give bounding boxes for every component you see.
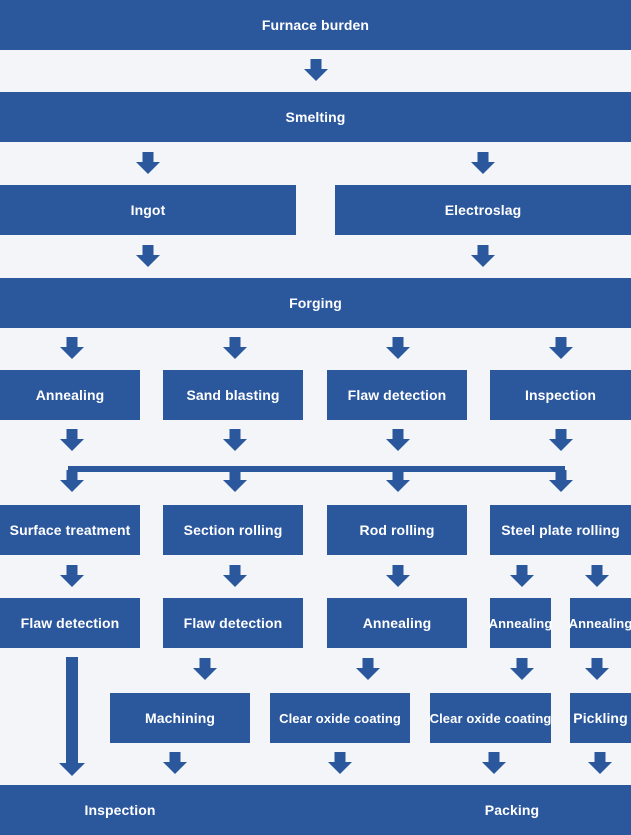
step-label: Surface treatment bbox=[9, 522, 131, 538]
arrow-down-icon bbox=[60, 429, 84, 451]
arrow-down-icon bbox=[585, 658, 609, 680]
arrow-down-icon bbox=[60, 337, 84, 359]
step-smelting: Smelting bbox=[0, 92, 631, 142]
step-annealing: Annealing bbox=[568, 598, 631, 648]
step-label: Electroslag bbox=[444, 202, 522, 218]
step-packing: Packing bbox=[484, 802, 540, 818]
arrow-down-icon bbox=[386, 429, 410, 451]
step-label: Clear oxide coating bbox=[429, 710, 552, 726]
step-label: Rod rolling bbox=[359, 522, 435, 538]
step-label: Inspection bbox=[524, 387, 596, 403]
step-label: Annealing bbox=[35, 387, 105, 403]
arrow-down-icon bbox=[585, 565, 609, 587]
step-surface-treatment: Surface treatment bbox=[0, 505, 140, 555]
step-annealing: Annealing bbox=[0, 370, 140, 420]
arrow-down-icon bbox=[223, 565, 247, 587]
step-inspection: Inspection bbox=[490, 370, 631, 420]
step-label: Furnace burden bbox=[261, 17, 370, 33]
step-label: Clear oxide coating bbox=[279, 710, 401, 726]
arrow-down-icon bbox=[482, 752, 506, 774]
arrow-down-icon bbox=[60, 565, 84, 587]
step-sand-blasting: Sand blasting bbox=[163, 370, 303, 420]
arrow-down-icon bbox=[304, 59, 328, 81]
step-annealing: Annealing bbox=[488, 598, 553, 648]
step-label: Machining bbox=[144, 710, 216, 726]
step-label: Sand blasting bbox=[186, 387, 280, 403]
arrow-down-icon bbox=[223, 337, 247, 359]
step-flaw-detection: Flaw detection bbox=[0, 598, 140, 648]
arrow-down-icon bbox=[510, 565, 534, 587]
arrow-down-icon bbox=[59, 763, 85, 776]
step-machining: Machining bbox=[110, 693, 250, 743]
arrow-down-icon bbox=[588, 752, 612, 774]
long-connector-line bbox=[66, 657, 78, 763]
step-pickling: Pickling bbox=[570, 693, 631, 743]
step-label: Pickling bbox=[573, 710, 628, 726]
step-inspection-final: Inspection bbox=[84, 802, 156, 818]
arrow-down-icon bbox=[386, 337, 410, 359]
step-forging: Forging bbox=[0, 278, 631, 328]
step-final-bar: Inspection Packing bbox=[0, 785, 631, 835]
arrow-down-icon bbox=[60, 470, 84, 492]
step-label: Ingot bbox=[130, 202, 166, 218]
arrow-down-icon bbox=[328, 752, 352, 774]
step-label: Smelting bbox=[285, 109, 346, 125]
step-section-rolling: Section rolling bbox=[163, 505, 303, 555]
step-ingot: Ingot bbox=[0, 185, 296, 235]
arrow-down-icon bbox=[549, 337, 573, 359]
arrow-down-icon bbox=[136, 245, 160, 267]
arrow-down-icon bbox=[136, 152, 160, 174]
arrow-down-icon bbox=[549, 429, 573, 451]
step-flaw-detection: Flaw detection bbox=[327, 370, 467, 420]
arrow-down-icon bbox=[386, 565, 410, 587]
step-clear-oxide-coating: Clear oxide coating bbox=[430, 693, 551, 743]
step-label: Forging bbox=[289, 295, 342, 311]
step-label: Annealing bbox=[362, 615, 432, 631]
arrow-down-icon bbox=[193, 658, 217, 680]
step-furnace-burden: Furnace burden bbox=[0, 0, 631, 50]
arrow-down-icon bbox=[510, 658, 534, 680]
connector-line bbox=[68, 466, 565, 472]
arrow-down-icon bbox=[163, 752, 187, 774]
arrow-down-icon bbox=[356, 658, 380, 680]
arrow-down-icon bbox=[223, 470, 247, 492]
step-label: Flaw detection bbox=[347, 387, 447, 403]
arrow-down-icon bbox=[471, 245, 495, 267]
step-rod-rolling: Rod rolling bbox=[327, 505, 467, 555]
step-label: Steel plate rolling bbox=[501, 522, 620, 538]
step-label: Section rolling bbox=[183, 522, 283, 538]
step-clear-oxide-coating: Clear oxide coating bbox=[270, 693, 410, 743]
arrow-down-icon bbox=[549, 470, 573, 492]
arrow-down-icon bbox=[223, 429, 247, 451]
arrow-down-icon bbox=[471, 152, 495, 174]
step-electroslag: Electroslag bbox=[335, 185, 631, 235]
step-label: Flaw detection bbox=[183, 615, 283, 631]
step-label: Flaw detection bbox=[20, 615, 120, 631]
step-steel-plate-rolling: Steel plate rolling bbox=[490, 505, 631, 555]
step-label: Annealing bbox=[568, 615, 631, 631]
arrow-down-icon bbox=[386, 470, 410, 492]
step-annealing: Annealing bbox=[327, 598, 467, 648]
step-label: Annealing bbox=[488, 615, 553, 631]
step-flaw-detection: Flaw detection bbox=[163, 598, 303, 648]
